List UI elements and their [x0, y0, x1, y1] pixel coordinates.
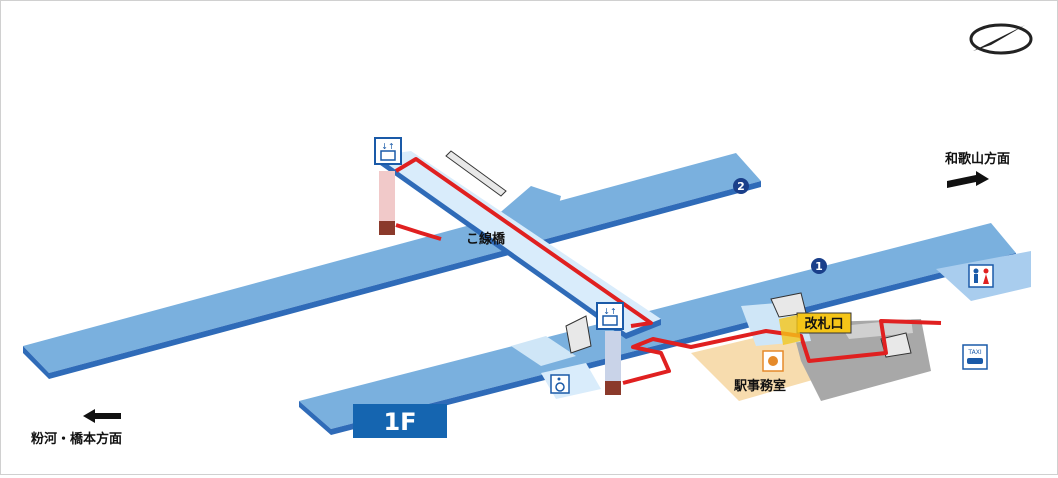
wheelchair-icon [550, 374, 570, 394]
concourse-light [841, 319, 913, 339]
elevator-shaft [379, 171, 395, 229]
platform-2-badge: 2 [733, 178, 749, 194]
direction-kokawa: 粉河・橋本方面 [31, 431, 122, 447]
bridge-label: こ線橋 [466, 231, 506, 247]
stamp-icon [762, 350, 784, 372]
platform-2 [23, 153, 761, 379]
svg-text:↓↑: ↓↑ [381, 142, 394, 151]
direction-wakayama: 和歌山方面 [945, 151, 1010, 167]
ticket-gate: 改札口 [779, 312, 852, 345]
stairs-icon [445, 150, 912, 358]
elevator-icon: ↓↑ [596, 302, 624, 330]
north-arrow-icon [969, 23, 1033, 55]
elevator-car [605, 381, 621, 395]
arrow-right-icon [947, 171, 989, 188]
floor-label: 1F [383, 408, 416, 436]
accessible-route [394, 157, 942, 385]
ticket-gate-label: 改札口 [804, 316, 843, 332]
arrow-left-icon [83, 409, 121, 423]
svg-text:↓↑: ↓↑ [603, 307, 616, 316]
elevator-shaft [605, 331, 621, 393]
taxi-label: TAXI [967, 349, 981, 356]
platform-1-badge: 1 [811, 258, 827, 274]
svg-text:1: 1 [815, 260, 823, 273]
svg-text:2: 2 [737, 180, 745, 193]
stair-landing [511, 336, 576, 366]
station-office-area [691, 329, 816, 401]
elevator-car [379, 221, 395, 235]
elevator-icon: ↓↑ [374, 137, 402, 165]
taxi-icon: TAXI [962, 344, 988, 370]
toilet-icon [968, 264, 994, 288]
floor-badge: 1F [353, 404, 447, 438]
station-office-label: 駅事務室 [733, 378, 786, 394]
